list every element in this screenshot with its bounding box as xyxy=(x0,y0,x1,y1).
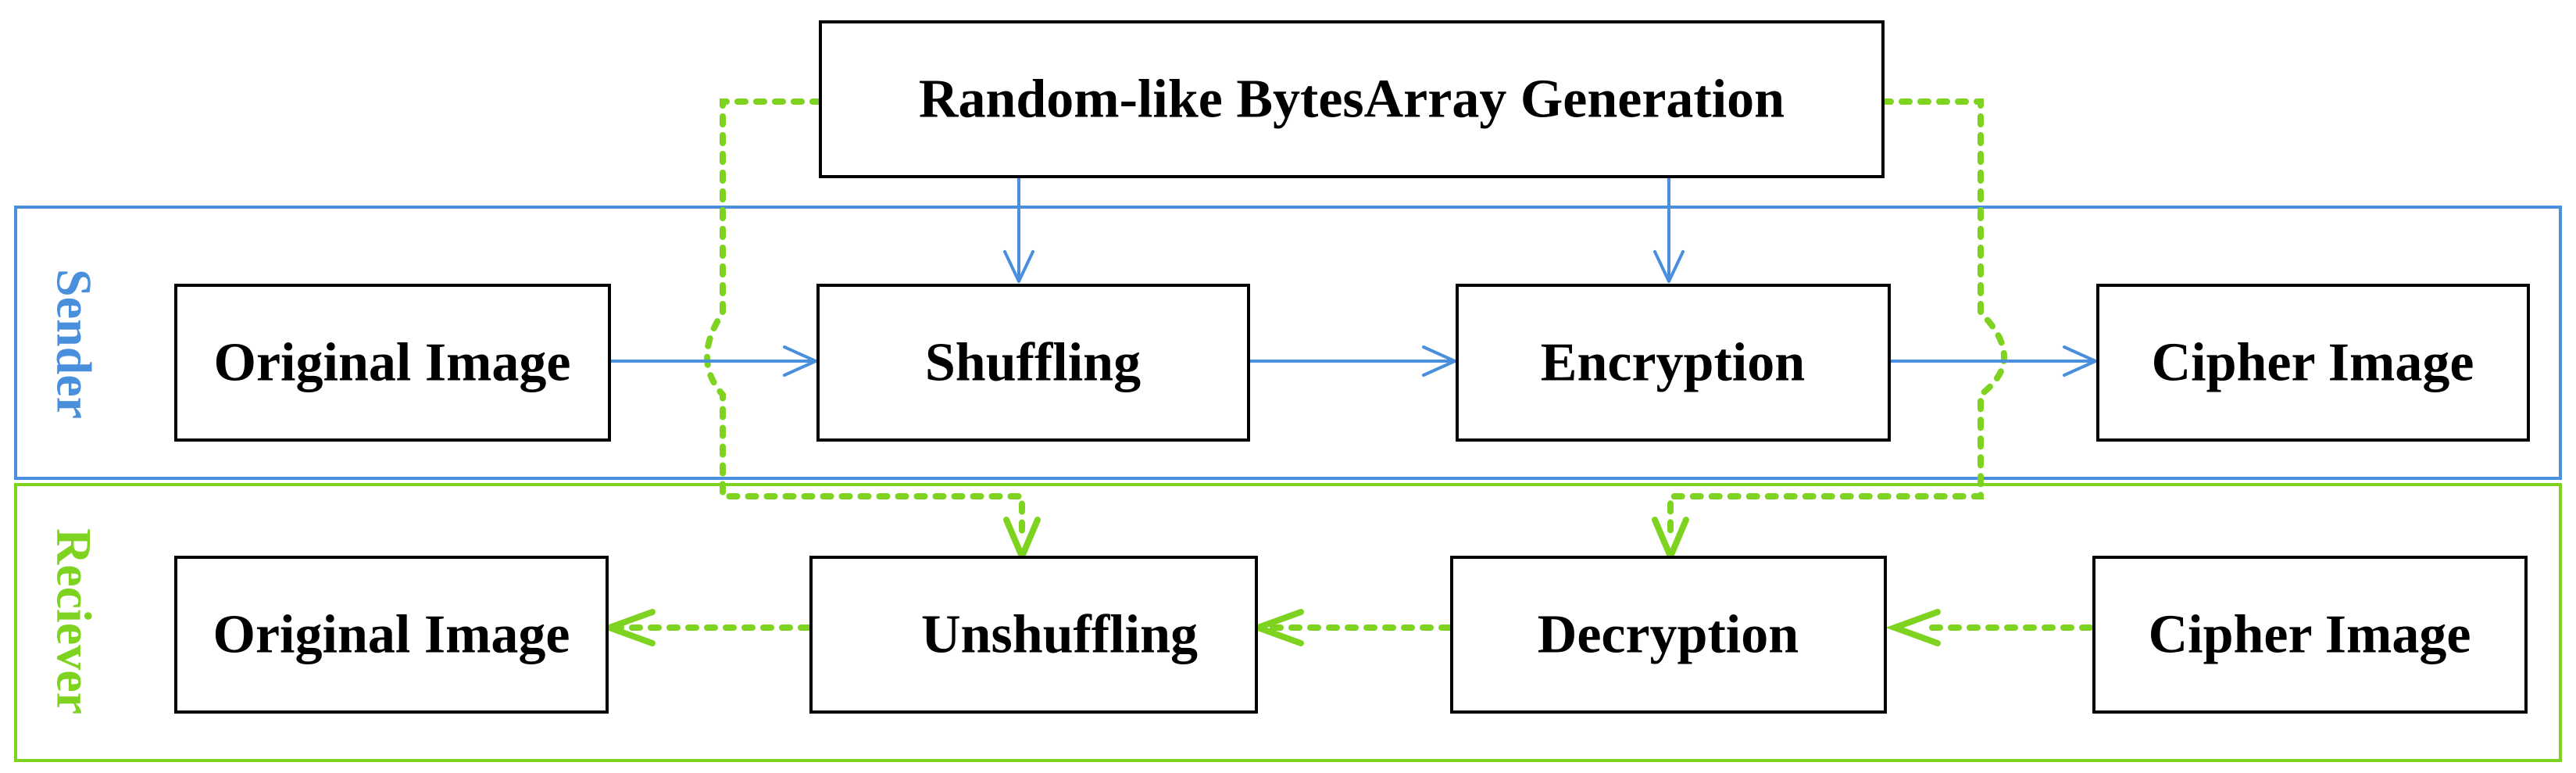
unshuffling-label: Unshuffling xyxy=(921,605,1198,665)
sender-original-image-box: Original Image xyxy=(174,284,611,442)
decryption-box: Decryption xyxy=(1450,556,1887,714)
sender-original-image-label: Original Image xyxy=(214,333,571,393)
arrowhead-to-original-left xyxy=(600,609,656,646)
gen-to-encryption-arrowhead xyxy=(1653,250,1685,283)
original-to-shuffling-arrowhead xyxy=(783,345,817,377)
receiver-cipher-image-box: Cipher Image xyxy=(2092,556,2528,714)
receiver-cipher-image-label: Cipher Image xyxy=(2149,605,2471,665)
shuffling-to-encryption-arrowhead xyxy=(1422,345,1456,377)
gen-to-shuffling-arrowhead xyxy=(1003,250,1034,283)
sender-cipher-image-box: Cipher Image xyxy=(2096,284,2530,442)
sender-cipher-image-label: Cipher Image xyxy=(2152,333,2474,393)
receiver-lane-label: Reciever xyxy=(47,528,102,714)
shuffling-box: Shuffling xyxy=(816,284,1250,442)
sender-lane xyxy=(14,206,2562,480)
receiver-original-image-box: Original Image xyxy=(174,556,609,714)
shuffling-label: Shuffling xyxy=(925,333,1141,393)
generator-box: Random-like BytesArray Generation xyxy=(819,20,1885,178)
decryption-label: Decryption xyxy=(1538,605,1799,665)
encryption-to-cipher-arrowhead xyxy=(2063,345,2097,377)
encryption-box: Encryption xyxy=(1456,284,1891,442)
sender-lane-label: Sender xyxy=(47,269,102,419)
encryption-label: Encryption xyxy=(1541,333,1805,393)
receiver-original-image-label: Original Image xyxy=(213,605,570,665)
arrowhead-to-decryption-left xyxy=(1885,609,1941,646)
unshuffling-box: Unshuffling xyxy=(809,556,1258,714)
generator-label: Random-like BytesArray Generation xyxy=(919,70,1785,130)
receiver-lane xyxy=(14,483,2562,762)
